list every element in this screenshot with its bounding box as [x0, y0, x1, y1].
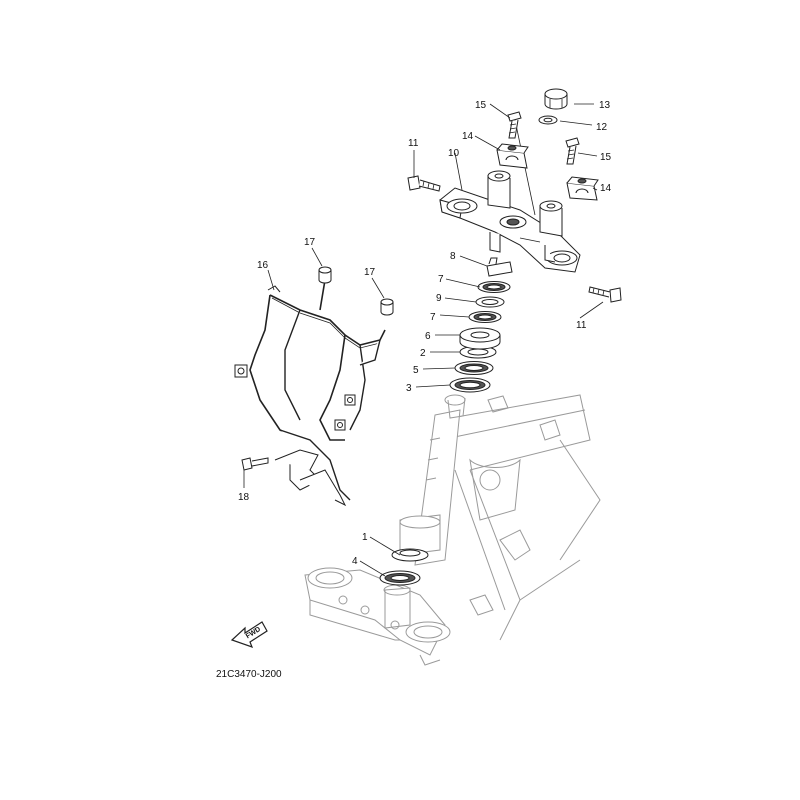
- callout-7: 7: [430, 312, 436, 323]
- callout-10: 10: [448, 148, 460, 159]
- part-11-bolt-right: [588, 286, 622, 303]
- part-14-holder-left: [496, 143, 529, 169]
- part-15-bolt-left: [507, 111, 522, 139]
- frame-outline: [399, 394, 601, 641]
- part-5-bearing: [454, 361, 494, 375]
- callout-15: 15: [600, 152, 612, 163]
- callout-7: 7: [438, 274, 444, 285]
- callout-18: 18: [238, 492, 250, 503]
- callout-17: 17: [364, 267, 376, 278]
- callouts: 13 12 15 15 14 14 11 11 10 8 7 7 9 6 2 5…: [238, 100, 612, 567]
- part-7-ring-nut-upper: [477, 281, 511, 293]
- callout-17: 17: [304, 237, 316, 248]
- callout-11: 11: [576, 320, 587, 331]
- part-6-cover: [459, 327, 501, 350]
- lower-bracket: [304, 567, 451, 666]
- fwd-arrow-icon: FWD: [230, 621, 268, 649]
- part-17-damper-left: [318, 266, 332, 284]
- part-7-ring-nut-lower: [468, 311, 502, 323]
- callout-3: 3: [406, 383, 412, 394]
- part-8-lock-washer: [486, 257, 513, 277]
- callout-2: 2: [420, 348, 426, 359]
- callout-9: 9: [436, 293, 442, 304]
- drawing-code: 21C3470-J200: [216, 669, 282, 680]
- part-16-headlight-stay: [234, 279, 386, 507]
- callout-4: 4: [352, 556, 358, 567]
- callout-1: 1: [362, 532, 368, 543]
- part-18-bolt: [241, 457, 269, 471]
- callout-8: 8: [450, 251, 456, 262]
- callout-5: 5: [413, 365, 419, 376]
- leader-lines: [243, 103, 604, 577]
- callout-12: 12: [596, 122, 608, 133]
- part-14-holder-right: [566, 176, 599, 201]
- callout-13: 13: [599, 100, 611, 111]
- part-10-upper-bracket: [439, 119, 581, 273]
- callout-6: 6: [425, 331, 431, 342]
- part-3-bearing-race: [449, 377, 491, 393]
- callout-11: 11: [408, 138, 419, 149]
- part-13-nut: [544, 88, 568, 110]
- callout-16: 16: [257, 260, 269, 271]
- part-15-bolt-right: [565, 137, 580, 165]
- part-1-dust-seal: [391, 548, 429, 562]
- callout-15: 15: [475, 100, 487, 111]
- part-4-bearing: [379, 570, 421, 586]
- callout-14: 14: [600, 183, 612, 194]
- part-12-washer: [538, 115, 558, 125]
- part-9-washer: [475, 296, 505, 308]
- callout-14: 14: [462, 131, 474, 142]
- part-17-damper-right: [380, 298, 394, 316]
- part-11-bolt-left: [407, 175, 441, 192]
